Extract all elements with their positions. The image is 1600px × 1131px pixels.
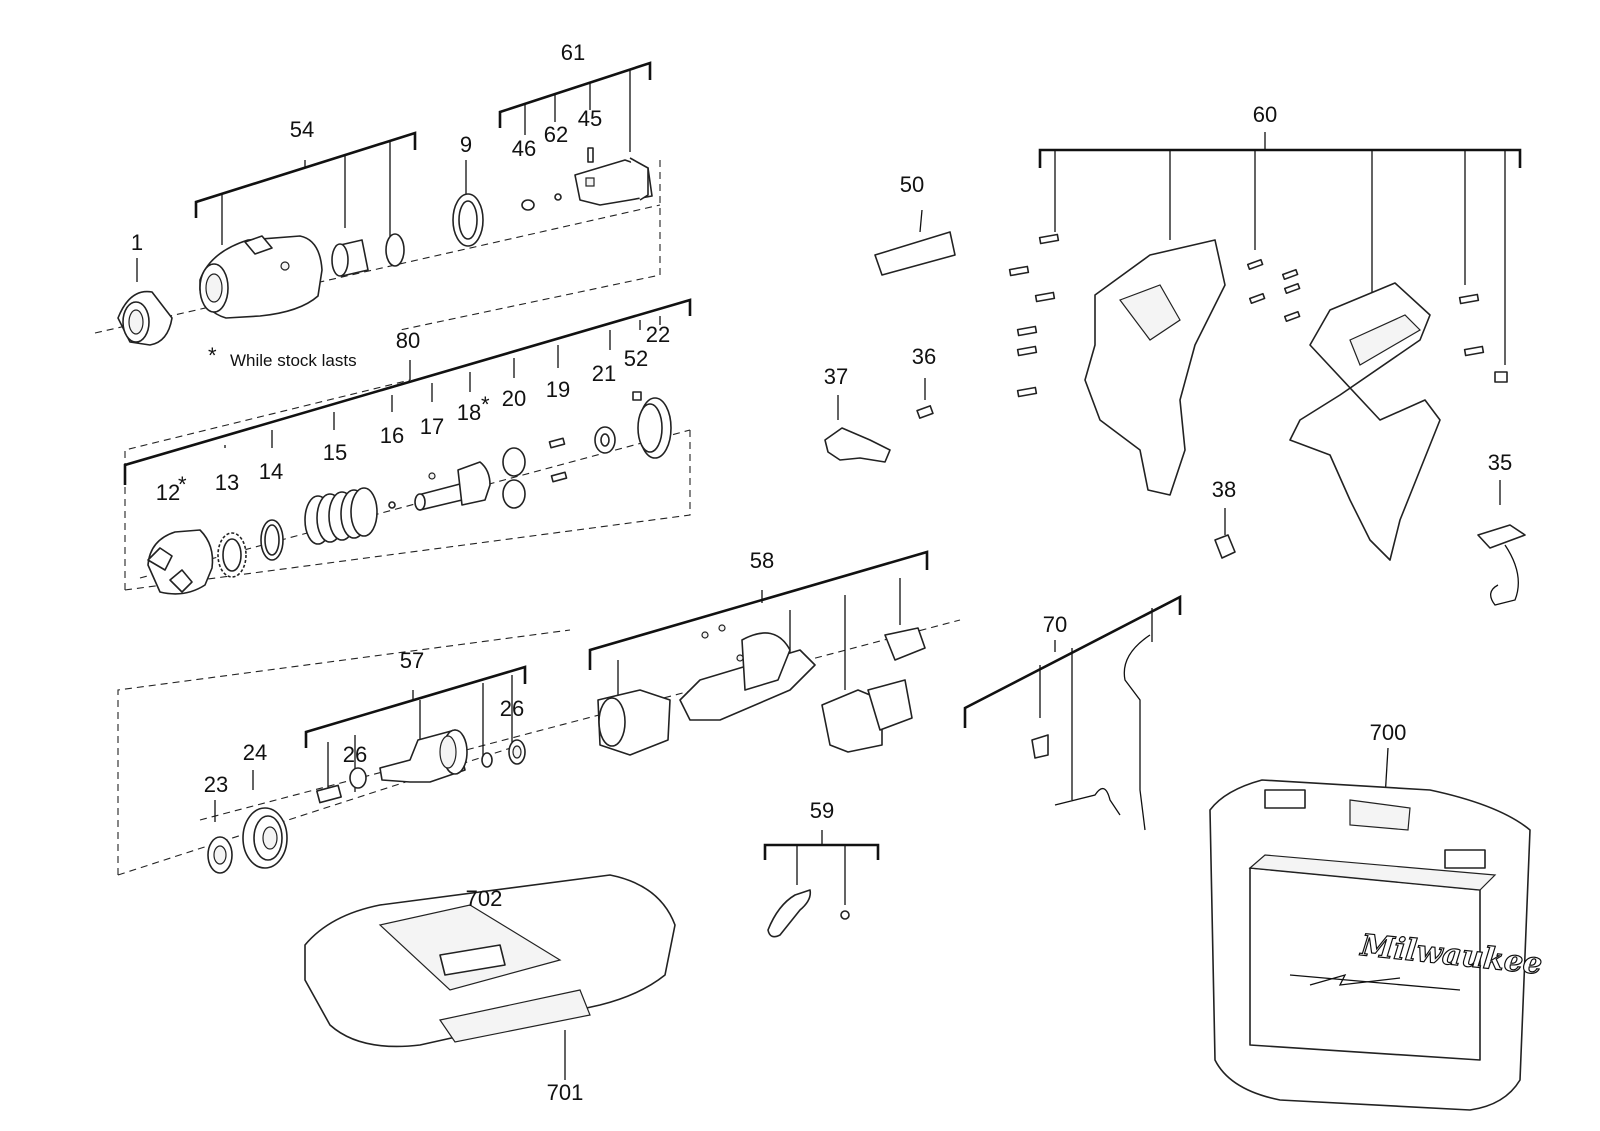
part-bushing (331, 239, 369, 277)
part-spring-46 (521, 199, 535, 211)
bracket-61 (498, 61, 652, 152)
part-insert-tray-701 (304, 874, 676, 1048)
callout-54: 54 (290, 117, 314, 142)
callout-60: 60 (1253, 102, 1277, 127)
part-housing-right-60 (1289, 282, 1441, 561)
callout-62: 62 (544, 122, 568, 147)
part-spring-15 (304, 487, 378, 545)
part-bearing-26b (508, 739, 526, 765)
callout-700: 700 (1370, 720, 1407, 745)
part-housing-left-60 (1084, 239, 1226, 496)
callout-12: 12 (156, 480, 180, 505)
part-rotor-57 (379, 729, 468, 783)
callout-22: 22 (646, 322, 670, 347)
part-pulley-24 (242, 807, 288, 869)
part-washer-21 (594, 426, 616, 454)
part-carry-case-700 (1209, 779, 1531, 1111)
callout-35: 35 (1488, 450, 1512, 475)
part-forward-reverse-58 (884, 627, 926, 661)
callout-59: 59 (810, 798, 834, 823)
part-wires-70 (1031, 634, 1151, 831)
part-hammer-12 (147, 529, 214, 595)
part-washer-14 (260, 519, 284, 561)
callout-19: 19 (546, 377, 570, 402)
callout-26-bearing: 26 (500, 696, 524, 721)
callout-36: 36 (912, 344, 936, 369)
part-screw-59 (840, 910, 850, 920)
callout-15: 15 (323, 440, 347, 465)
callout-702: 702 (466, 886, 503, 911)
part-washer-9 (452, 193, 484, 247)
callout-61: 61 (561, 40, 585, 65)
bracket-70 (963, 594, 1182, 800)
part-pinion-26 (316, 784, 342, 804)
part-anvil-61 (574, 157, 653, 206)
part-switch-58 (821, 679, 913, 753)
callout-37: 37 (824, 364, 848, 389)
note-asterisk: * (208, 343, 217, 368)
note-while-stock-lasts: While stock lasts (230, 351, 357, 370)
part-planet-gears-20 (502, 447, 526, 509)
callout-18-asterisk: * (481, 392, 490, 417)
bracket-58 (588, 550, 929, 700)
part-bearing-26a (349, 767, 367, 789)
part-spindle-18 (414, 461, 491, 511)
part-ball-16 (388, 501, 396, 509)
callout-70: 70 (1043, 612, 1067, 637)
bracket-60 (1038, 132, 1522, 365)
callout-45: 45 (578, 106, 602, 131)
part-gear-case (199, 235, 323, 319)
callout-46: 46 (512, 136, 536, 161)
part-housing-pins-60 (1246, 258, 1301, 323)
callout-13: 13 (215, 470, 239, 495)
callout-50: 50 (900, 172, 924, 197)
callout-labels: 1 9 12 * 13 14 15 16 17 18 * 19 20 21 22… (131, 40, 1512, 1105)
callout-16: 16 (380, 423, 404, 448)
callout-17: 17 (420, 414, 444, 439)
callout-701: 701 (547, 1080, 584, 1105)
callout-23: 23 (204, 772, 228, 797)
bracket-59 (763, 830, 880, 905)
part-nose-cap (117, 290, 173, 346)
part-bearing-23 (207, 836, 233, 874)
part-label-50 (874, 231, 956, 276)
callout-26-rotor: 26 (343, 742, 367, 767)
callout-24: 24 (243, 740, 267, 765)
part-housing-screws-60 (1008, 233, 1508, 398)
callout-20: 20 (502, 386, 526, 411)
part-retaining-ring (385, 233, 405, 267)
part-washer-57 (481, 752, 493, 768)
part-pin-45 (587, 147, 594, 163)
part-screw-36 (916, 405, 934, 419)
callout-12-asterisk: * (178, 472, 187, 497)
part-stator-58 (597, 689, 671, 756)
bracket-80 (123, 298, 692, 485)
callout-80: 80 (396, 328, 420, 353)
part-bearing-13 (217, 532, 247, 578)
callout-18: 18 (457, 400, 481, 425)
part-ring-gear-22 (632, 391, 672, 459)
part-clip-38 (1214, 534, 1236, 559)
callout-38: 38 (1212, 477, 1236, 502)
part-belt-clip-35 (1477, 524, 1526, 606)
callout-58: 58 (750, 548, 774, 573)
part-trigger-59 (767, 889, 812, 938)
callout-52: 52 (624, 346, 648, 371)
callout-1: 1 (131, 230, 143, 255)
part-ball-62 (554, 193, 562, 201)
callout-57: 57 (400, 648, 424, 673)
bracket-54 (194, 131, 417, 245)
part-latch-37 (824, 427, 891, 463)
callout-9: 9 (460, 132, 472, 157)
part-pcb-58 (679, 624, 816, 721)
part-pins-19 (548, 437, 568, 483)
callout-14: 14 (259, 459, 283, 484)
callout-21: 21 (592, 361, 616, 386)
